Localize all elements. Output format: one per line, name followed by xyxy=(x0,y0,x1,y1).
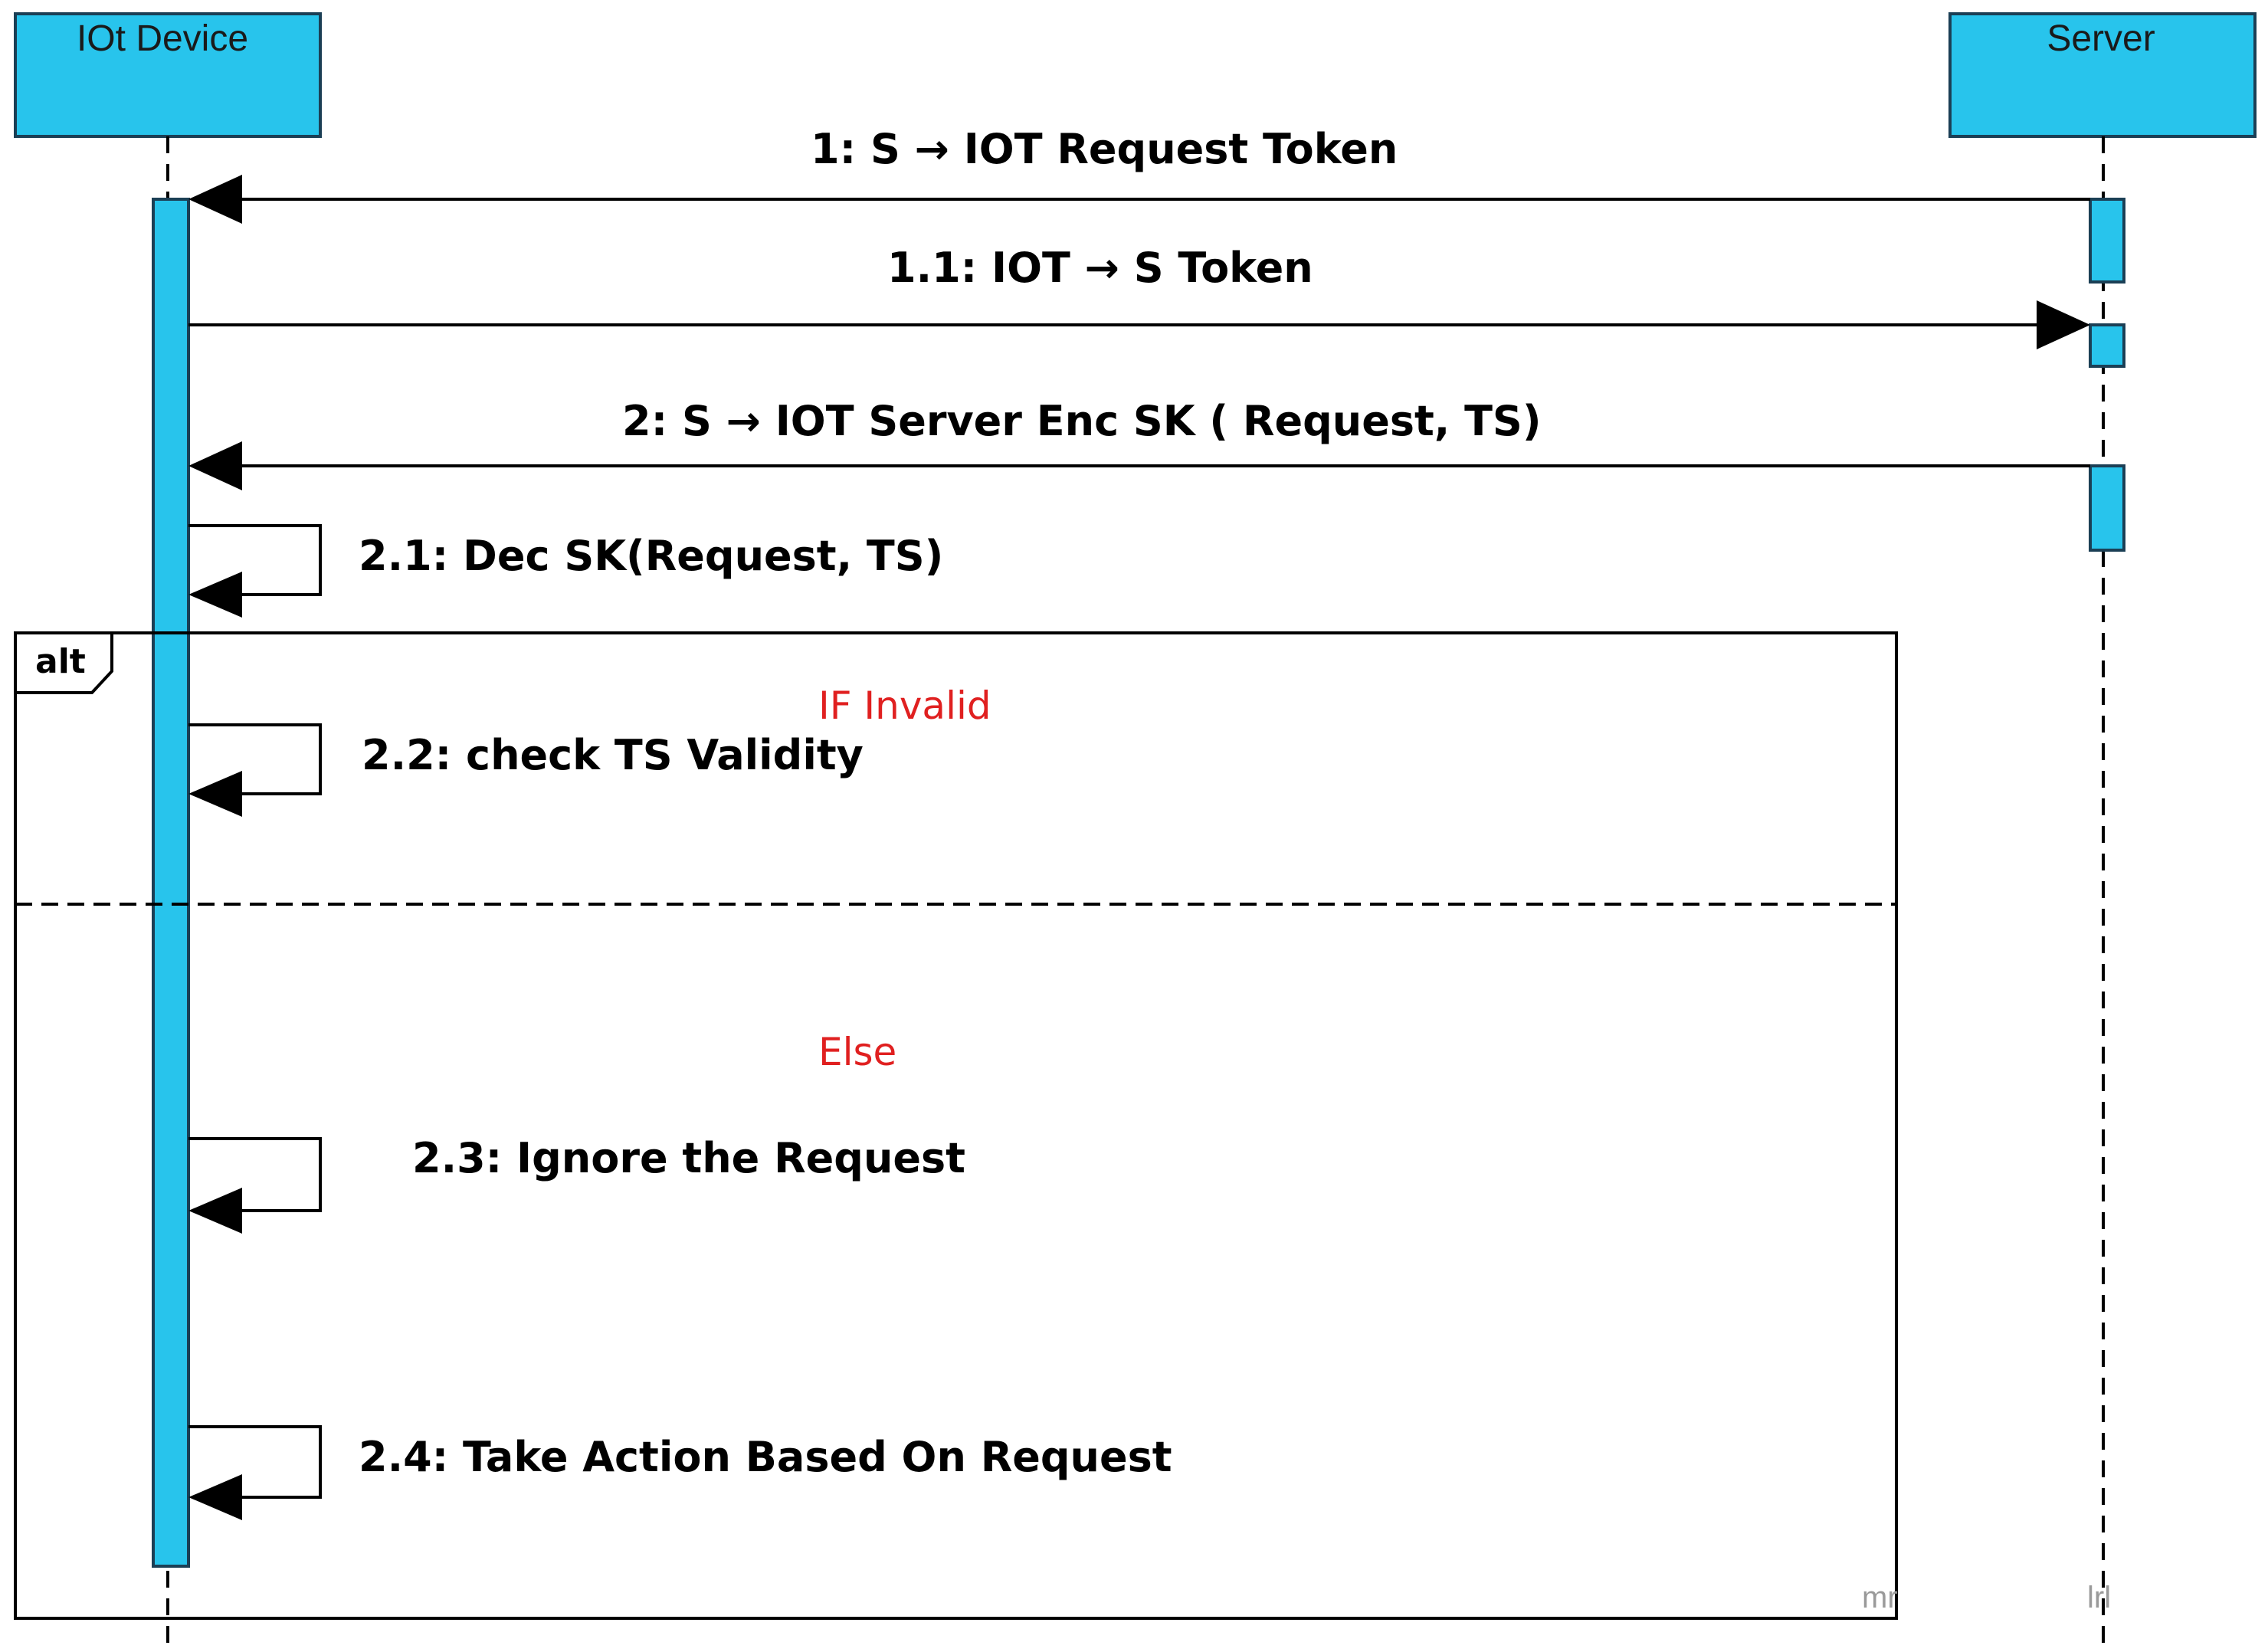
message-2-arrowhead xyxy=(188,441,242,490)
message-1[interactable]: 1: S → IOT Request Token xyxy=(188,125,2090,224)
message-1-arrowhead xyxy=(188,175,242,224)
activation-bar-server-2 xyxy=(2089,323,2125,368)
message-2-4-arrowhead xyxy=(188,1474,242,1520)
lifeline-head-server[interactable]: Server xyxy=(1948,12,2257,138)
activation-bar-server-1 xyxy=(2089,198,2125,284)
lifeline-title-device: IOt Device xyxy=(77,18,248,59)
message-2-2-arrowhead xyxy=(188,771,242,817)
message-2-1-label: 2.1: Dec SK(Request, TS) xyxy=(359,532,943,580)
message-2[interactable]: 2: S → IOT Server Enc SK ( Request, TS) xyxy=(188,397,2090,490)
guard-else: Else xyxy=(818,1030,896,1074)
alt-fragment: alt IF Invalid Else mr lrl xyxy=(14,631,2111,1620)
lifeline-title-server: Server xyxy=(2047,18,2155,59)
message-2-4[interactable]: 2.4: Take Action Based On Request xyxy=(188,1425,1172,1520)
alt-operator-tab xyxy=(15,631,113,694)
message-2-1[interactable]: 2.1: Dec SK(Request, TS) xyxy=(188,524,943,618)
message-1-1-arrowhead xyxy=(2037,300,2090,349)
message-2-3[interactable]: 2.3: Ignore the Request xyxy=(188,1134,965,1234)
faint-mark-1: mr xyxy=(1862,1581,1898,1614)
message-2-4-label: 2.4: Take Action Based On Request xyxy=(359,1433,1172,1481)
message-2-3-arrowhead xyxy=(188,1188,242,1234)
message-2-1-arrowhead xyxy=(188,572,242,618)
message-2-label: 2: S → IOT Server Enc SK ( Request, TS) xyxy=(622,397,1542,445)
lifeline-head-device[interactable]: IOt Device xyxy=(14,12,322,138)
message-1-1[interactable]: 1.1: IOT → S Token xyxy=(188,244,2090,349)
faint-mark-2: lrl xyxy=(2087,1581,2111,1614)
alt-operator-label: alt xyxy=(35,642,86,681)
message-2-2-label: 2.2: check TS Validity xyxy=(362,731,864,779)
activation-bar-device xyxy=(152,198,190,1568)
message-2-2[interactable]: 2.2: check TS Validity xyxy=(188,723,864,817)
message-1-label: 1: S → IOT Request Token xyxy=(811,125,1398,173)
activation-bar-server-3 xyxy=(2089,464,2125,552)
guard-if-invalid: IF Invalid xyxy=(818,683,991,728)
message-1-1-label: 1.1: IOT → S Token xyxy=(887,244,1313,292)
message-2-3-label: 2.3: Ignore the Request xyxy=(412,1134,965,1182)
